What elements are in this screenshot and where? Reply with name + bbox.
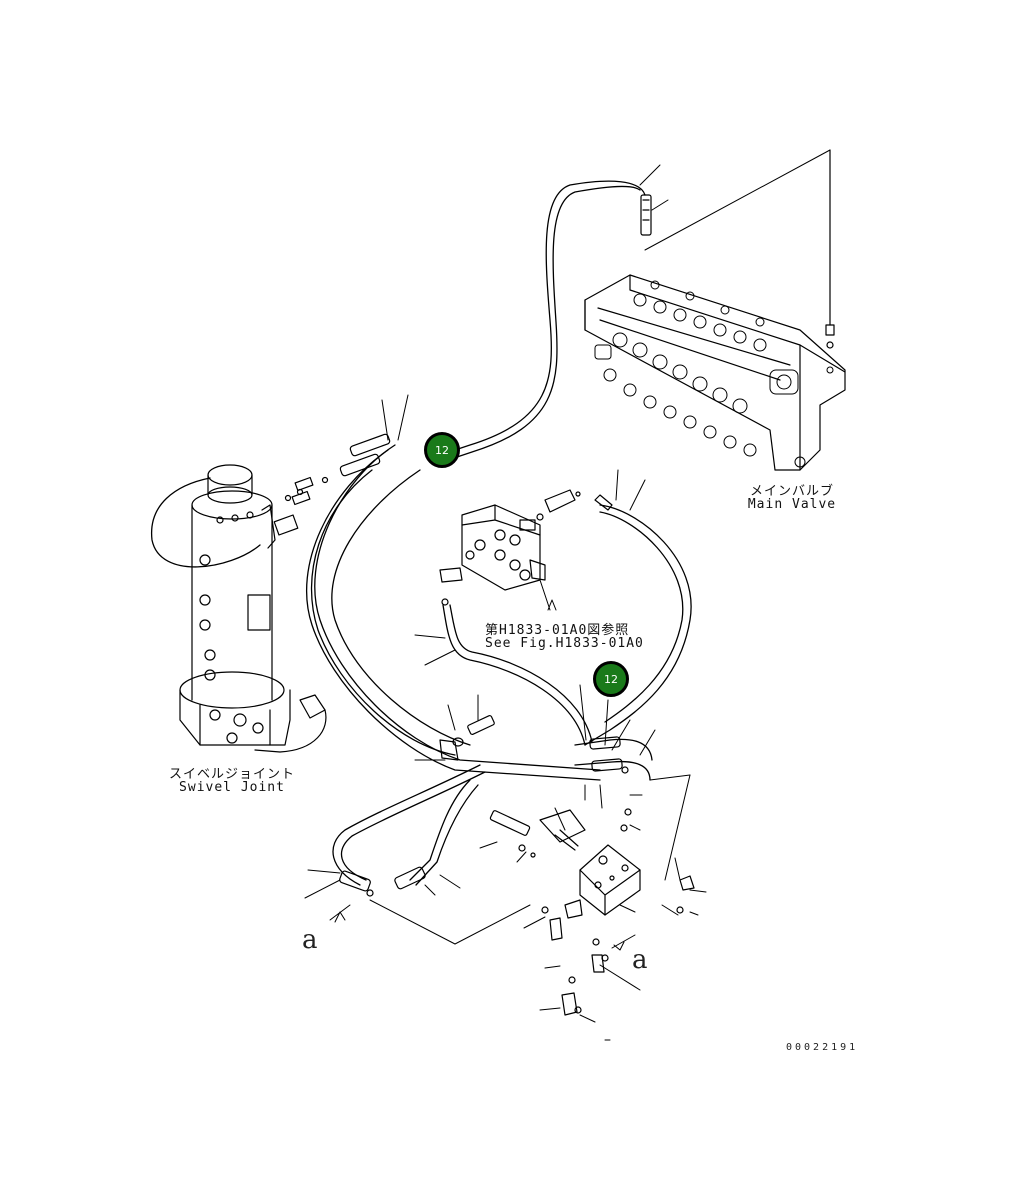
upper-hose-fitting [639, 164, 669, 236]
main-valve-label-jp: メインバルブ [749, 484, 835, 499]
main-valve [584, 149, 846, 471]
swivel-joint [179, 464, 327, 753]
swivel-joint-label-jp: スイベルジョイント [168, 767, 296, 782]
reference-a-left: a [302, 925, 318, 955]
document-number: 00022191 [786, 1042, 859, 1053]
clamp-bolt [447, 694, 495, 747]
main-valve-label-en: Main Valve [747, 497, 837, 512]
see-fig-label-en: See Fig.H1833-01A0 [485, 636, 644, 651]
lower-fittings [489, 808, 695, 1016]
ppc-valve [439, 504, 546, 591]
swivel-fittings [273, 394, 409, 536]
callout-12-upper[interactable]: 12 [424, 432, 460, 468]
swivel-joint-label-en: Swivel Joint [179, 780, 285, 795]
callout-12-lower[interactable]: 12 [593, 661, 629, 697]
lower-valve-block [579, 844, 641, 916]
reference-a-right: a [632, 945, 648, 975]
see-fig-label-jp: 第H1833-01A0図参照 [485, 623, 630, 638]
